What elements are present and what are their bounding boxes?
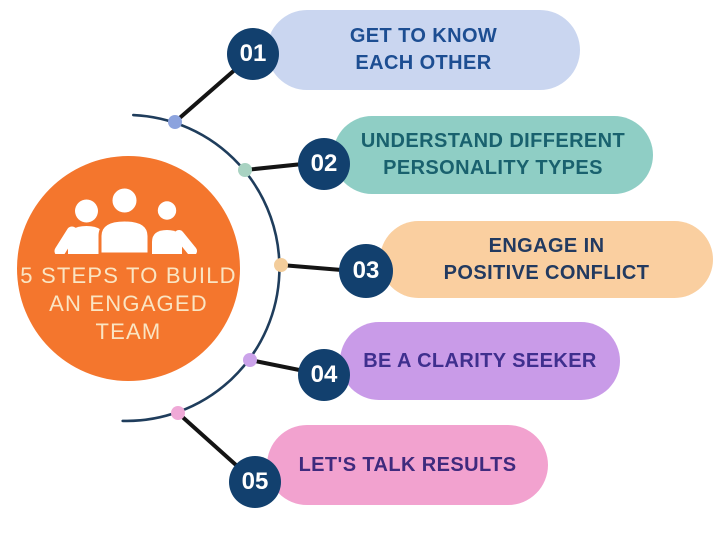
step-pill-4: BE A CLARITY SEEKER xyxy=(340,322,620,400)
step-number: 04 xyxy=(310,361,338,388)
step-number: 05 xyxy=(241,468,269,495)
person-head xyxy=(157,201,177,220)
person-body xyxy=(98,218,151,254)
step-label-line: POSITIVE CONFLICT xyxy=(443,261,650,284)
connector-arc xyxy=(121,113,281,423)
step-label-line: ENGAGE IN xyxy=(488,234,605,257)
step-label-line: PERSONALITY TYPES xyxy=(383,157,603,179)
step-pill-3: ENGAGE IN POSITIVE CONFLICT xyxy=(380,221,713,298)
step-label-line: UNDERSTAND DIFFERENT xyxy=(360,130,626,152)
person-arm xyxy=(174,230,197,254)
step-number: 03 xyxy=(352,257,380,284)
person-head xyxy=(109,185,140,216)
connector-dot-1 xyxy=(168,115,182,129)
connector-dot-5 xyxy=(171,406,185,420)
team-people-icon xyxy=(54,185,197,254)
step-badge-1: 01 xyxy=(227,28,279,80)
connector-dot-3 xyxy=(274,258,288,272)
person-arm xyxy=(54,226,78,254)
connector-dot-4 xyxy=(243,353,257,367)
step-label-line: GET TO KNOW xyxy=(349,25,498,47)
center-title-line: AN ENGAGED xyxy=(49,291,208,316)
person-head xyxy=(75,199,98,223)
connector-dot-2 xyxy=(238,163,252,177)
step-pill-5: LET'S TALK RESULTS xyxy=(267,425,548,505)
step-number: 02 xyxy=(310,150,338,177)
step-badge-3: 03 xyxy=(339,244,393,298)
center-title-line: 5 STEPS TO BUILD xyxy=(20,263,237,288)
step-number: 01 xyxy=(239,40,267,67)
step-badge-5: 05 xyxy=(229,456,281,508)
step-badge-2: 02 xyxy=(298,138,350,190)
step-badge-4: 04 xyxy=(298,349,350,401)
center-title: 5 STEPS TO BUILD AN ENGAGED TEAM xyxy=(13,262,244,346)
step-label-line: EACH OTHER xyxy=(355,52,492,74)
step-label-line: BE A CLARITY SEEKER xyxy=(363,349,597,372)
center-title-line: TEAM xyxy=(95,319,162,344)
step-pill-2: UNDERSTAND DIFFERENT PERSONALITY TYPES xyxy=(333,116,653,194)
center-circle: 5 STEPS TO BUILD AN ENGAGED TEAM xyxy=(17,156,240,381)
step-label-line: LET'S TALK RESULTS xyxy=(298,453,517,476)
step-pill-1: GET TO KNOW EACH OTHER xyxy=(267,10,580,90)
